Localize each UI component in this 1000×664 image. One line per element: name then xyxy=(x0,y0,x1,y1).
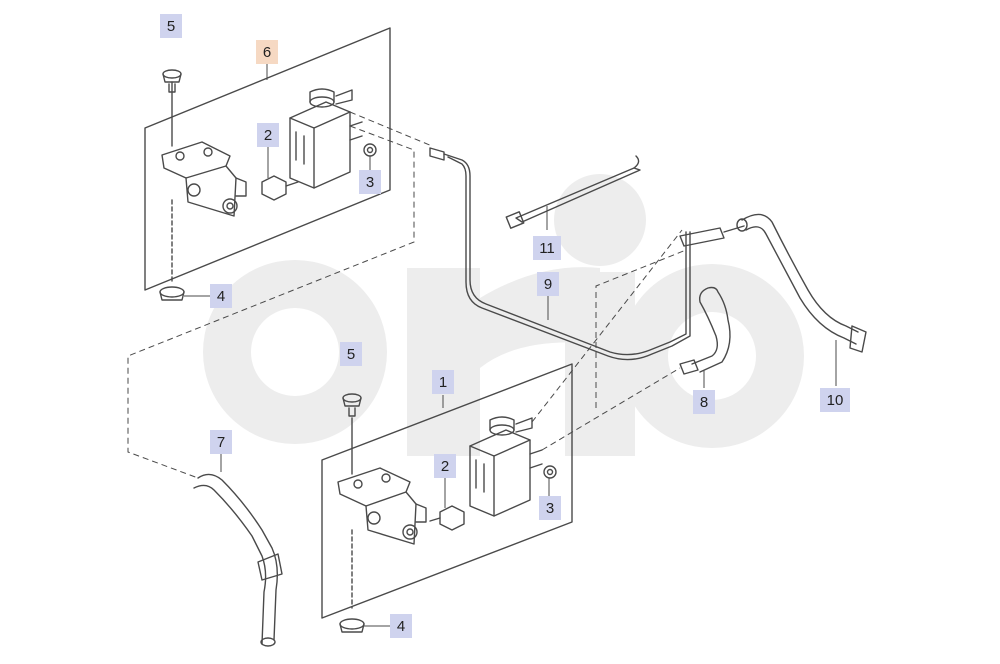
callout-part-7[interactable]: 7 xyxy=(210,430,232,454)
callout-part-3-upper[interactable]: 3 xyxy=(359,170,381,194)
dashed-line-right-routing xyxy=(595,249,687,408)
hose-10 xyxy=(736,213,867,353)
vacuum-pipe-9 xyxy=(429,147,745,361)
callout-part-2-lower[interactable]: 2 xyxy=(434,454,456,478)
callout-part-3-lower[interactable]: 3 xyxy=(539,496,561,520)
lower-grommet-4 xyxy=(339,618,365,633)
dashed-routing-lines xyxy=(127,111,687,479)
dashed-line-lower-valve-to-hose-8 xyxy=(541,367,681,451)
callout-part-11[interactable]: 11 xyxy=(533,236,561,260)
callout-part-4-lower[interactable]: 4 xyxy=(390,614,412,638)
upper-assembly xyxy=(144,27,391,301)
callout-part-8[interactable]: 8 xyxy=(693,390,715,414)
lower-damper xyxy=(429,505,465,531)
callout-part-1[interactable]: 1 xyxy=(432,370,454,394)
hose-8 xyxy=(679,286,731,375)
callout-part-4-upper[interactable]: 4 xyxy=(210,284,232,308)
callout-leaders xyxy=(184,62,837,627)
callout-part-10[interactable]: 10 xyxy=(820,388,850,412)
watermark-letter-o-left-hole xyxy=(251,308,339,396)
lower-mounting-plate xyxy=(321,363,573,619)
lower-bracket xyxy=(337,467,427,545)
lower-nut xyxy=(367,511,418,540)
cable-tie-11 xyxy=(505,155,641,229)
callout-part-5-lower[interactable]: 5 xyxy=(340,342,362,366)
upper-mounting-plate xyxy=(144,27,391,291)
callout-part-6[interactable]: 6 xyxy=(256,40,278,64)
upper-solenoid-valve xyxy=(289,88,363,189)
lower-assembly xyxy=(321,363,573,633)
upper-bracket xyxy=(161,141,247,217)
dashed-line-upper-valve-to-pipe xyxy=(349,111,433,147)
lower-screw xyxy=(342,393,362,417)
upper-grommet-4 xyxy=(159,286,185,301)
lower-grommet-3 xyxy=(543,465,557,479)
hose-7 xyxy=(193,473,283,647)
upper-grommet-3 xyxy=(363,143,377,157)
dashed-line-lower-valve-to-pipe xyxy=(531,229,683,423)
callout-part-5-upper[interactable]: 5 xyxy=(160,14,182,38)
callout-part-9[interactable]: 9 xyxy=(537,272,559,296)
lower-solenoid-valve xyxy=(469,416,543,517)
upper-screw xyxy=(162,69,182,93)
dashed-line-upper-valve-to-plate xyxy=(127,125,415,479)
hoses-and-pipes xyxy=(193,147,867,647)
upper-nut xyxy=(187,183,238,214)
callout-part-2-upper[interactable]: 2 xyxy=(257,123,279,147)
upper-damper xyxy=(261,175,299,201)
